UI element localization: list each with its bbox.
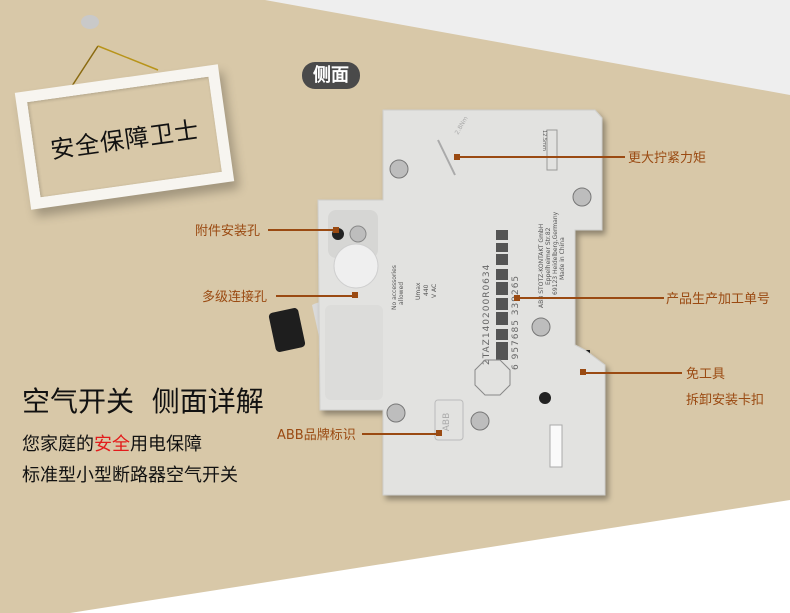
circuit-breaker-side: ABB 12.5mm 2.8Nm No accessories allowed … bbox=[268, 109, 606, 496]
multi-connect-hole bbox=[333, 243, 379, 289]
callout-multi-connect-hole: 多级连接孔 bbox=[202, 290, 268, 305]
callout-dot bbox=[436, 430, 442, 436]
callout-tool-free-2: 拆卸安装卡扣 bbox=[686, 393, 765, 408]
vac-text: V AC bbox=[431, 284, 438, 298]
screw-icon bbox=[389, 159, 409, 179]
callout-dot bbox=[352, 292, 358, 298]
abb-logo-text: ABB bbox=[442, 413, 452, 432]
maker-text: ABB STOTZ-KONTAKT GmbH bbox=[538, 224, 545, 308]
screw-icon bbox=[572, 187, 592, 207]
headline: 空气开关 侧面详解 bbox=[22, 385, 264, 418]
callout-line bbox=[268, 229, 336, 231]
subline-product-type: 标准型小型断路器空气开关 bbox=[22, 465, 238, 486]
callout-torque: 更大拧紧力矩 bbox=[628, 151, 707, 166]
side-recess bbox=[325, 305, 383, 400]
screw-icon bbox=[531, 317, 551, 337]
breaker-housing bbox=[317, 109, 606, 496]
allowed-text: allowed bbox=[398, 282, 405, 305]
callout-line bbox=[457, 156, 625, 158]
maker-text: 69123 Heidelberg,Germany bbox=[552, 211, 559, 295]
hole bbox=[539, 392, 551, 404]
maker-text: Eppelheimer Str.82 bbox=[545, 227, 552, 285]
subline-safety: 您家庭的安全用电保障 bbox=[22, 430, 202, 456]
subline-text: 您家庭的 bbox=[22, 434, 94, 455]
callout-abb-mark: ABB品牌标识 bbox=[277, 428, 356, 443]
bg-top-band bbox=[265, 0, 790, 95]
callout-line bbox=[582, 372, 682, 374]
width-gauge bbox=[546, 129, 558, 171]
umax-text: Umax bbox=[415, 282, 422, 300]
sign-text: 安全保障卫士 bbox=[48, 115, 202, 164]
screw-icon bbox=[349, 225, 367, 243]
callout-dot bbox=[333, 227, 339, 233]
slot bbox=[549, 424, 563, 468]
subline-text: 用电保障 bbox=[130, 434, 202, 455]
callout-serial-number: 产品生产加工单号 bbox=[666, 292, 771, 307]
certification-mark-icon bbox=[474, 359, 511, 396]
side-view-badge: 侧面 bbox=[302, 62, 360, 89]
screw-icon bbox=[386, 403, 406, 423]
callout-tool-free-1: 免工具 bbox=[686, 367, 726, 382]
product-code: 2TAZ140200R0634 bbox=[482, 264, 492, 365]
screwdriver-icon bbox=[437, 139, 456, 176]
barcode bbox=[496, 230, 508, 360]
abb-logo-mark bbox=[434, 399, 464, 441]
bg-bottom-band bbox=[70, 500, 790, 613]
no-accessories-text: No accessories bbox=[391, 265, 398, 310]
barcode-digits: 6 957685 339265 bbox=[511, 275, 521, 370]
nail-icon bbox=[81, 15, 99, 29]
voltage-text: 440 bbox=[423, 284, 430, 296]
maker-text: Made in China bbox=[559, 237, 566, 280]
callout-line bbox=[276, 295, 356, 297]
sign-hanger bbox=[71, 15, 159, 87]
subline-highlight: 安全 bbox=[94, 434, 130, 455]
screw-icon bbox=[470, 411, 490, 431]
callout-line bbox=[516, 297, 664, 299]
callout-line bbox=[362, 433, 440, 435]
width-mark: 12.5mm bbox=[541, 130, 547, 151]
callout-accessory-hole: 附件安装孔 bbox=[195, 224, 261, 239]
